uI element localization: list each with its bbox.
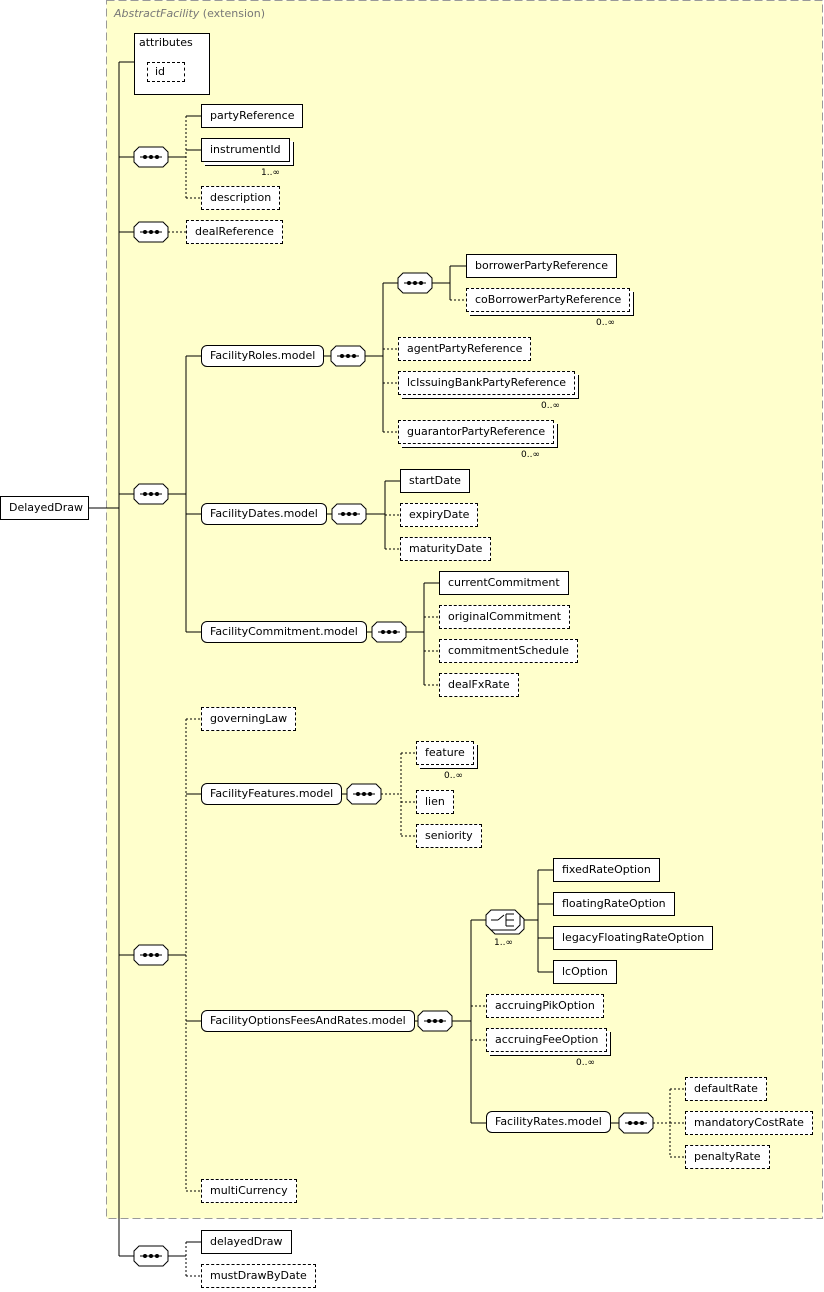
sequence-dot <box>149 230 153 234</box>
element-partyreference[interactable]: partyReference <box>201 104 304 128</box>
sequence-dot <box>427 1019 431 1023</box>
element-delayeddraw[interactable]: delayedDraw <box>201 1230 292 1254</box>
sequence-dot <box>143 230 147 234</box>
element-expirydate[interactable]: expiryDate <box>400 503 479 527</box>
group-facilityfeatures-model[interactable]: FacilityFeatures.model <box>201 783 343 805</box>
sequence-dot <box>634 1121 638 1125</box>
element-mandatorycostrate[interactable]: mandatoryCostRate <box>685 1111 813 1135</box>
element-description[interactable]: description <box>201 186 281 210</box>
element-guarantorpartyreference[interactable]: guarantorPartyReference <box>398 420 555 444</box>
sequence-dot <box>393 630 397 634</box>
sequence-dot <box>340 354 344 358</box>
element-multicurrency[interactable]: multiCurrency <box>201 1179 297 1203</box>
sequence-dot <box>387 630 391 634</box>
sequence-dot <box>368 792 372 796</box>
element-dealfxrate[interactable]: dealFxRate <box>439 673 519 697</box>
sequence-dot <box>413 281 417 285</box>
sequence-dot <box>155 155 159 159</box>
sequence-dot <box>143 155 147 159</box>
extension-title: AbstractFacility (extension) <box>114 7 265 20</box>
element-lcissuingbankpartyreference[interactable]: lcIssuingBankPartyReference <box>398 371 576 395</box>
attributes-group[interactable]: attributes id <box>134 33 210 95</box>
element-coborrowerpartyreference[interactable]: coBorrowerPartyReference <box>466 288 631 312</box>
element-penaltyrate[interactable]: penaltyRate <box>685 1145 770 1169</box>
sequence-dot <box>419 281 423 285</box>
element-commitmentschedule[interactable]: commitmentSchedule <box>439 639 578 663</box>
sequence-dot <box>143 492 147 496</box>
sequence-dot <box>433 1019 437 1023</box>
element-originalcommitment[interactable]: originalCommitment <box>439 605 571 629</box>
sequence-dot <box>640 1121 644 1125</box>
sequence-dot <box>407 281 411 285</box>
sequence-dot <box>155 953 159 957</box>
root-element-delayeddraw[interactable]: DelayedDraw <box>0 496 89 520</box>
sequence-dot <box>155 230 159 234</box>
sequence-dot <box>149 155 153 159</box>
element-currentcommitment[interactable]: currentCommitment <box>439 571 569 595</box>
sequence-dot <box>346 354 350 358</box>
cardinality-guarantor: 0..∞ <box>521 450 540 460</box>
sequence-dot <box>143 953 147 957</box>
cardinality-lcissuing: 0..∞ <box>541 401 560 411</box>
element-lcoption[interactable]: lcOption <box>553 960 617 984</box>
attribute-id[interactable]: id <box>147 62 185 82</box>
element-feature[interactable]: feature <box>416 741 474 765</box>
cardinality-instrumentid: 1..∞ <box>261 168 280 178</box>
sequence-dot <box>362 792 366 796</box>
group-facilitydates-model[interactable]: FacilityDates.model <box>201 503 327 525</box>
element-borrowerpartyreference[interactable]: borrowerPartyReference <box>466 254 617 278</box>
sequence-dot <box>347 512 351 516</box>
group-facilityrates-model[interactable]: FacilityRates.model <box>486 1111 611 1133</box>
sequence-dot <box>155 492 159 496</box>
sequence-dot <box>149 953 153 957</box>
element-startdate[interactable]: startDate <box>400 469 470 493</box>
sequence-dot <box>155 1254 159 1258</box>
element-floatingrateoption[interactable]: floatingRateOption <box>553 892 675 916</box>
sequence-dot <box>439 1019 443 1023</box>
element-governinglaw[interactable]: governingLaw <box>201 707 297 731</box>
sequence-dot <box>341 512 345 516</box>
sequence-dot <box>352 354 356 358</box>
group-facilitycommitment-model[interactable]: FacilityCommitment.model <box>201 621 367 643</box>
element-lien[interactable]: lien <box>416 790 454 814</box>
sequence-dot <box>628 1121 632 1125</box>
group-facilityoptionsfeesandrates-model[interactable]: FacilityOptionsFeesAndRates.model <box>201 1010 415 1032</box>
element-legacyfloatingrateoption[interactable]: legacyFloatingRateOption <box>553 926 714 950</box>
group-facilityroles-model[interactable]: FacilityRoles.model <box>201 345 325 367</box>
element-mustdrawbydate[interactable]: mustDrawByDate <box>201 1264 316 1288</box>
choice-icon <box>485 909 521 931</box>
sequence-dot <box>381 630 385 634</box>
element-accruingfeeoption[interactable]: accruingFeeOption <box>486 1028 608 1052</box>
extension-base-name: AbstractFacility <box>114 7 200 20</box>
cardinality-choice: 1..∞ <box>494 938 513 948</box>
element-maturitydate[interactable]: maturityDate <box>400 537 492 561</box>
sequence-dot <box>149 1254 153 1258</box>
attributes-label: attributes <box>139 36 193 49</box>
sequence-dot <box>356 792 360 796</box>
element-defaultrate[interactable]: defaultRate <box>685 1077 767 1101</box>
element-dealreference[interactable]: dealReference <box>186 220 283 244</box>
cardinality-accruingfee: 0..∞ <box>576 1058 595 1068</box>
element-agentpartyreference[interactable]: agentPartyReference <box>398 337 532 361</box>
choice-mark <box>497 914 505 921</box>
element-seniority[interactable]: seniority <box>416 824 482 848</box>
cardinality-feature: 0..∞ <box>444 771 463 781</box>
sequence-dot <box>143 1254 147 1258</box>
sequence-dot <box>353 512 357 516</box>
element-fixedrateoption[interactable]: fixedRateOption <box>553 858 660 882</box>
extension-suffix: (extension) <box>202 7 266 20</box>
element-instrumentid[interactable]: instrumentId <box>201 138 290 162</box>
sequence-dot <box>149 492 153 496</box>
cardinality-coborrower: 0..∞ <box>596 318 615 328</box>
element-accruingpikoption[interactable]: accruingPikOption <box>486 994 604 1018</box>
